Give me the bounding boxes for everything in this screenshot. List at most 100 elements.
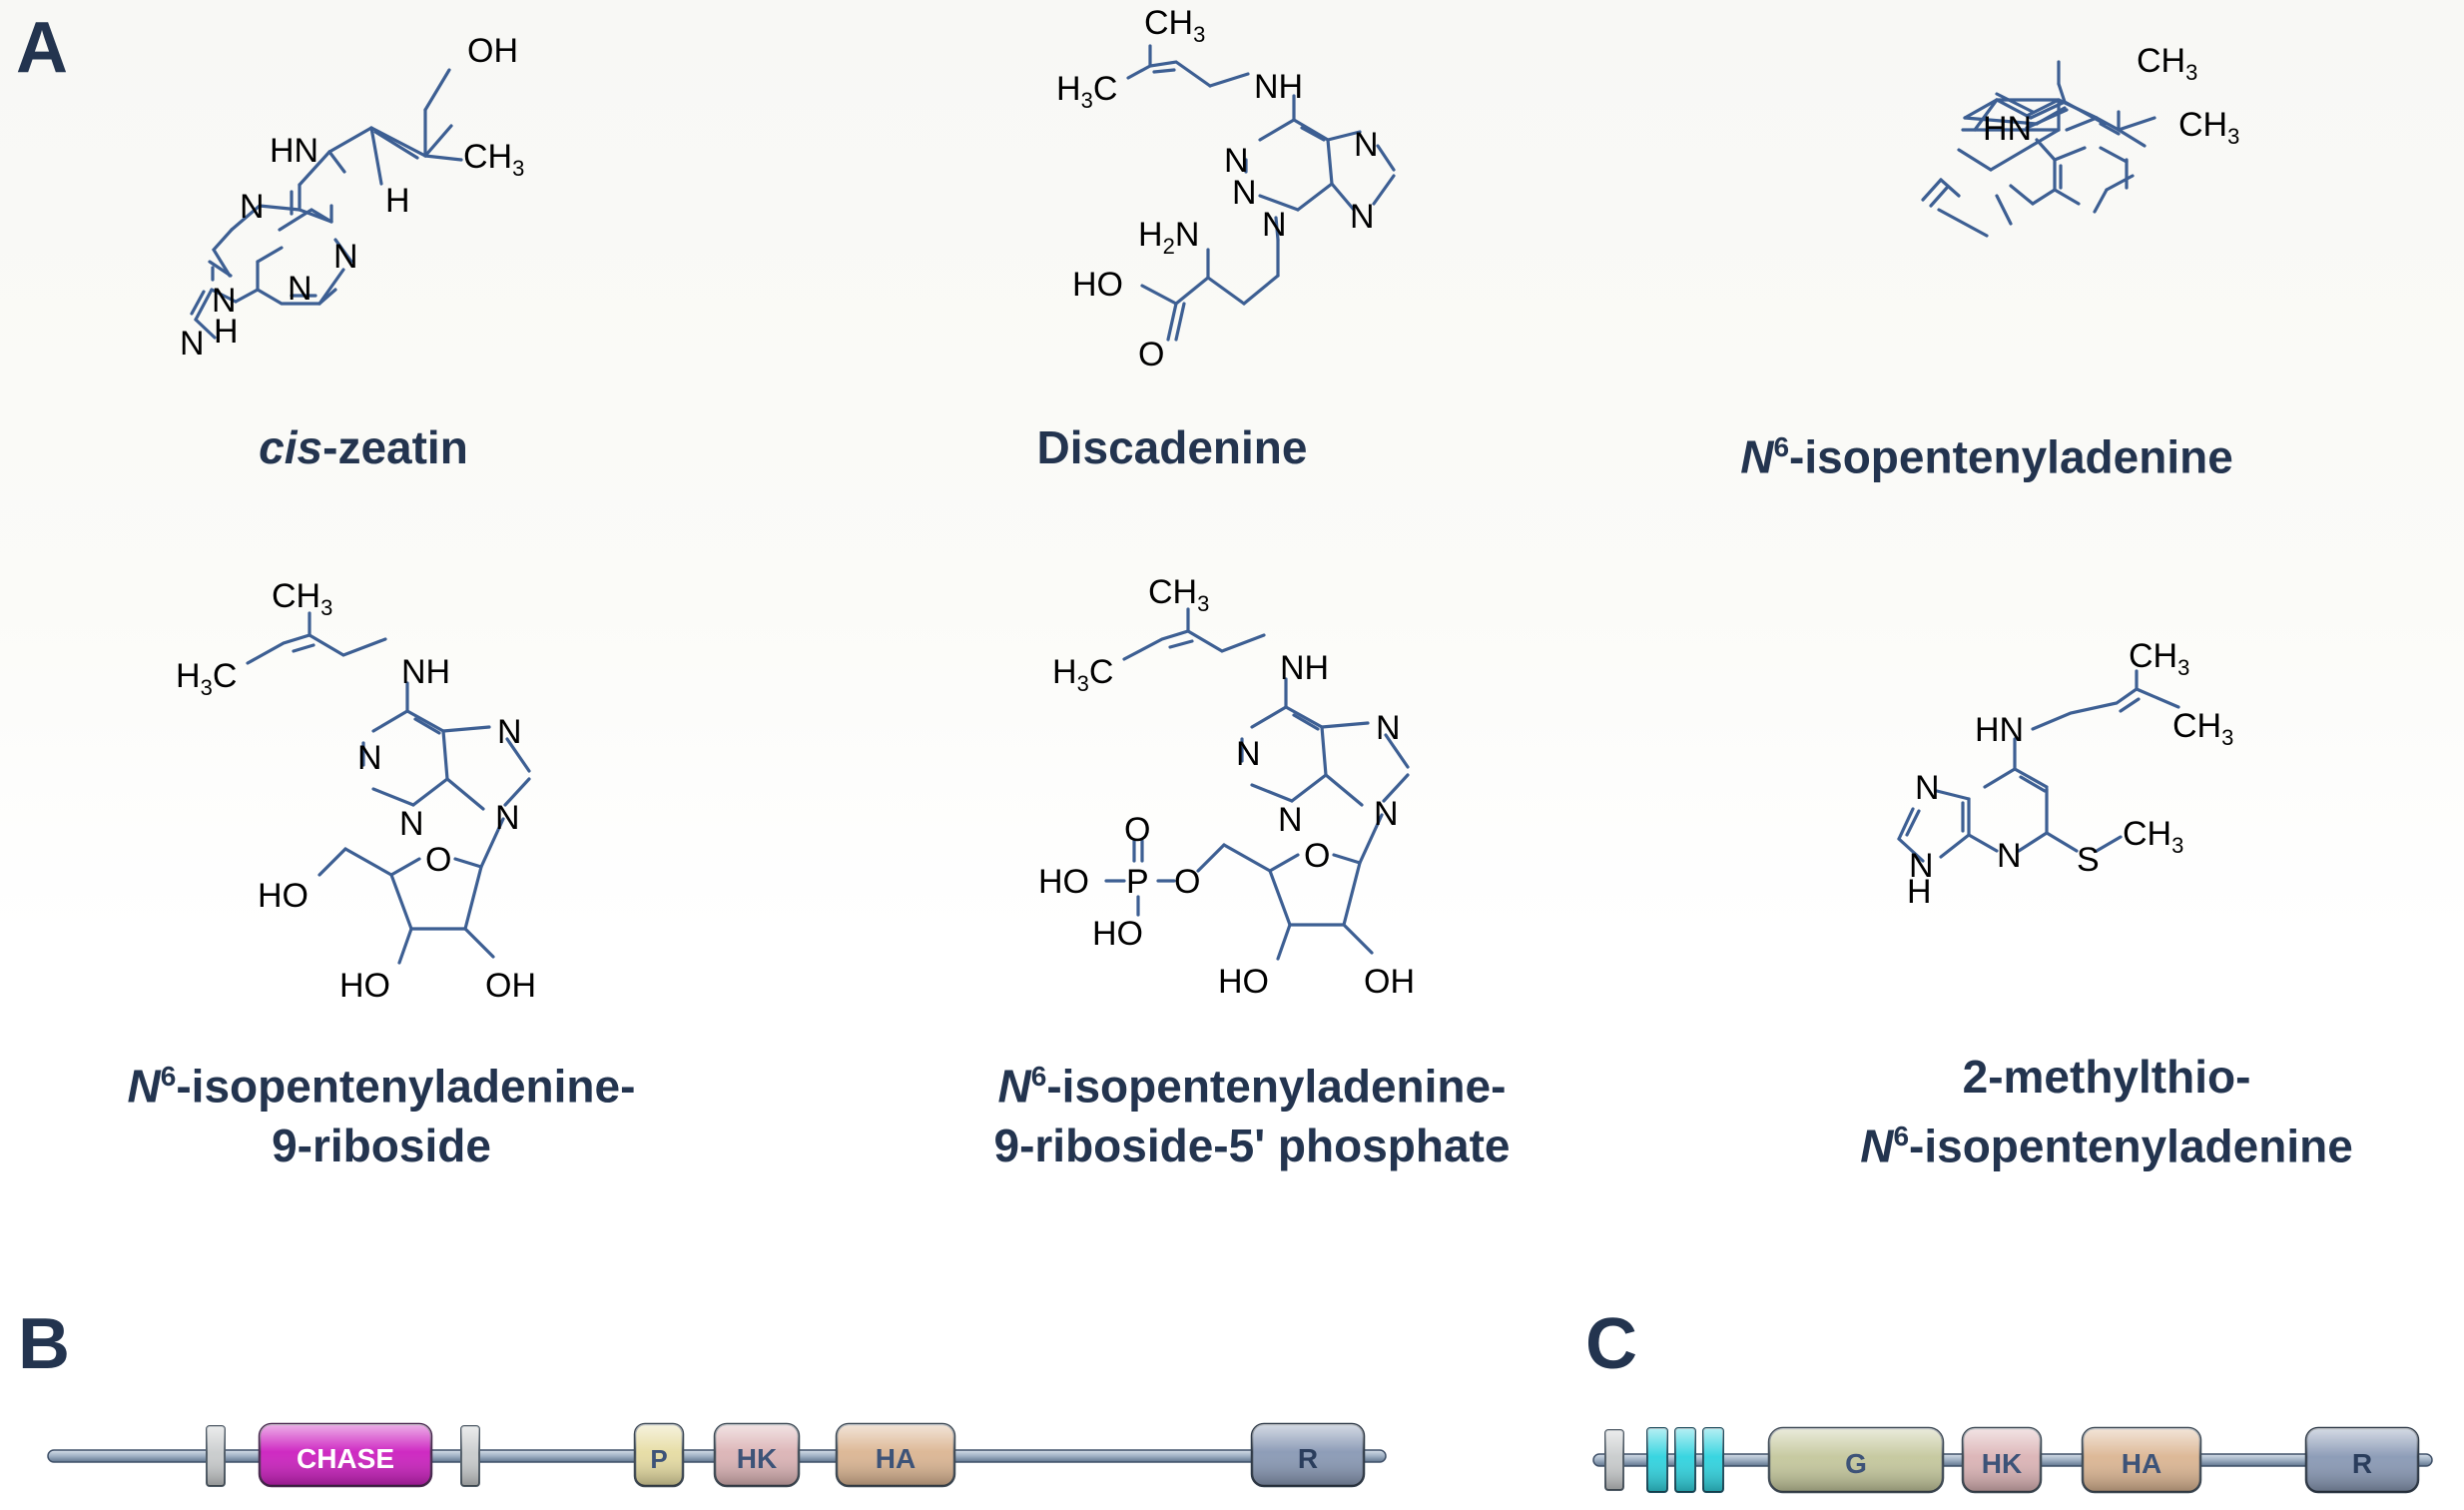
svg-text:HN: HN xyxy=(1983,110,2032,148)
svg-text:S: S xyxy=(2077,841,2100,879)
svg-text:O: O xyxy=(1124,811,1150,849)
svg-text:CH3: CH3 xyxy=(2137,42,2197,85)
ha-domain: HA xyxy=(835,1422,956,1488)
svg-text:HK: HK xyxy=(1982,1448,2022,1479)
ha-domain: HA xyxy=(2081,1426,2202,1494)
n6-ipr-structure: H3C CH3 NH N N N N O HO HO OH xyxy=(176,577,536,1005)
svg-text:H3C: H3C xyxy=(176,657,237,700)
svg-text:NH: NH xyxy=(1254,68,1303,106)
svg-text:N: N xyxy=(1909,847,1934,885)
svg-text:H: H xyxy=(1907,873,1932,911)
tm-segment-cyan xyxy=(1646,1427,1724,1493)
panel-label-a: A xyxy=(16,8,68,88)
svg-text:N: N xyxy=(1224,142,1249,180)
svg-text:OH: OH xyxy=(1364,963,1415,1001)
svg-text:O: O xyxy=(1138,336,1164,374)
svg-text:HO: HO xyxy=(1038,863,1089,901)
svg-text:N: N xyxy=(288,270,312,308)
domain-diagram-c: G HK HA R xyxy=(1592,1426,2433,1494)
svg-text:P: P xyxy=(650,1444,667,1474)
svg-text:CHASE: CHASE xyxy=(297,1443,394,1474)
tm-segment xyxy=(1604,1429,1624,1491)
svg-text:N: N xyxy=(212,282,237,320)
svg-text:OH: OH xyxy=(485,967,536,1005)
label-cis-zeatin: cis-zeatin xyxy=(259,421,468,473)
svg-text:N: N xyxy=(240,188,265,226)
svg-text:OH: OH xyxy=(467,32,518,70)
svg-text:HO: HO xyxy=(339,967,390,1005)
domain-diagram-b: CHASE P HK HA xyxy=(47,1422,1387,1488)
r-domain: R xyxy=(1250,1422,1366,1488)
svg-text:N: N xyxy=(357,739,382,777)
svg-text:N: N xyxy=(1374,795,1399,833)
svg-text:HN: HN xyxy=(270,132,318,170)
panel-label-c: C xyxy=(1585,1304,1637,1384)
svg-text:O: O xyxy=(1304,837,1330,875)
svg-text:HK: HK xyxy=(737,1443,777,1474)
svg-text:CH3: CH3 xyxy=(1144,4,1205,47)
svg-text:H3C: H3C xyxy=(1052,653,1113,696)
panel-label-b: B xyxy=(18,1304,70,1384)
svg-text:H: H xyxy=(385,182,410,220)
label-2-methylthio-n6-ip: 2-methylthio- N6-isopentenyladenine xyxy=(1860,1051,2353,1172)
svg-text:N: N xyxy=(1354,126,1379,164)
chase-domain: CHASE xyxy=(258,1422,433,1488)
svg-text:O: O xyxy=(1174,863,1200,901)
svg-text:HO: HO xyxy=(1072,266,1123,304)
svg-text:N: N xyxy=(495,799,520,837)
svg-text:H: H xyxy=(214,313,239,351)
label-n6-ipr: N6-isopentenyladenine- 9-riboside xyxy=(127,1060,636,1172)
svg-text:N: N xyxy=(1997,837,2022,875)
svg-text:R: R xyxy=(2352,1448,2372,1479)
svg-text:N: N xyxy=(1915,769,1940,807)
n6-iprmp-structure: H3C CH3 NH N N N N O O HO P O HO HO OH xyxy=(1038,573,1415,1001)
svg-text:CH3: CH3 xyxy=(2129,637,2189,680)
svg-text:HA: HA xyxy=(2122,1448,2161,1479)
svg-text:HA: HA xyxy=(876,1443,916,1474)
g-domain: G xyxy=(1767,1426,1945,1494)
svg-text:HO: HO xyxy=(1218,963,1269,1001)
svg-text:N: N xyxy=(1376,709,1401,747)
svg-text:NH: NH xyxy=(1280,649,1329,687)
svg-text:CH3: CH3 xyxy=(2123,815,2183,858)
hk-domain: HK xyxy=(1961,1426,2043,1494)
svg-text:P: P xyxy=(1126,863,1149,901)
tm-segment xyxy=(206,1425,226,1487)
cis-zeatin-structure: N N N N N H HN OH CH3 H xyxy=(180,32,524,363)
svg-text:N: N xyxy=(497,713,522,751)
svg-text:N: N xyxy=(1236,735,1261,773)
svg-text:N: N xyxy=(1262,206,1287,244)
svg-text:H3C: H3C xyxy=(1056,70,1117,113)
svg-text:NH: NH xyxy=(401,653,450,691)
svg-text:G: G xyxy=(1845,1448,1867,1479)
tm-segment xyxy=(460,1425,480,1487)
hk-domain: HK xyxy=(713,1422,801,1488)
svg-text:CH3: CH3 xyxy=(2178,106,2239,149)
r-domain: R xyxy=(2304,1426,2420,1494)
label-discadenine: Discadenine xyxy=(1036,421,1308,473)
svg-text:H2N: H2N xyxy=(1138,216,1199,259)
svg-text:HN: HN xyxy=(1975,711,2024,749)
svg-text:N: N xyxy=(1278,801,1303,839)
svg-text:N: N xyxy=(1232,174,1257,212)
svg-text:R: R xyxy=(1298,1443,1318,1474)
label-n6-iprmp: N6-isopentenyladenine- 9-riboside-5' pho… xyxy=(993,1060,1511,1172)
svg-text:HO: HO xyxy=(1092,915,1143,953)
n6-isopentenyladenine-structure-2: HN CH3 CH3 xyxy=(1921,42,2239,238)
svg-text:CH3: CH3 xyxy=(272,577,332,620)
svg-text:CH3: CH3 xyxy=(2172,707,2233,750)
svg-text:CH3: CH3 xyxy=(463,138,524,181)
svg-text:HO: HO xyxy=(258,877,308,915)
svg-text:N: N xyxy=(180,325,205,363)
label-n6-isopentenyladenine: N6-isopentenyladenine xyxy=(1740,430,2233,483)
2-methylthio-n6-ip-structure: HN CH3 CH3 N N N H S CH3 xyxy=(1897,637,2233,911)
svg-text:N: N xyxy=(333,238,358,276)
svg-text:O: O xyxy=(425,841,451,879)
svg-text:CH3: CH3 xyxy=(1148,573,1209,616)
svg-text:N: N xyxy=(1350,198,1375,236)
svg-text:N: N xyxy=(399,805,424,843)
p-domain: P xyxy=(633,1422,685,1488)
